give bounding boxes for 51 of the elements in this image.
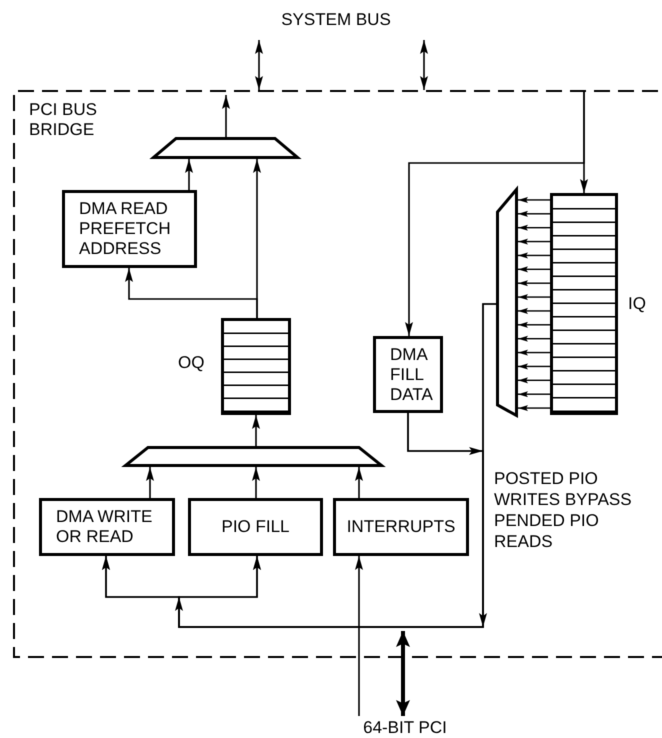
note-text: POSTED PIO WRITES BYPASS PENDED PIO READS [494,468,633,552]
process-box [39,498,175,556]
arrow [185,159,193,190]
queue-label: OQ [178,352,206,374]
arrow [125,268,258,318]
arrow [518,336,550,342]
arrow [252,467,260,498]
box-label: DMA WRITE OR READ [56,507,154,547]
arrow [178,303,496,628]
arrow [146,467,154,498]
multiplexer [496,188,518,417]
bus-label: 64-BIT PCI [350,716,460,738]
bus-label: SYSTEM BUS [246,8,426,40]
arrow [518,405,550,412]
process-box [373,336,443,413]
arrow [252,415,260,446]
arrow [518,196,550,203]
arrow [518,363,550,370]
queue-buffer [221,318,291,415]
queue-label: IQ [628,293,647,315]
arrow [518,210,550,217]
arrow [518,322,550,328]
arrow [518,294,550,300]
arrow [518,350,550,356]
multiplexer [124,446,383,467]
arrow [355,556,363,716]
arrow [518,266,550,272]
process-box [333,498,469,556]
arrow [518,238,550,245]
process-box [62,190,197,268]
arrow [518,252,550,258]
arrow [255,40,263,90]
boundary-label: PCI BUS BRIDGE [29,100,98,140]
box-label: DMA READ PREFETCH ADDRESS [79,199,172,259]
multiplexer [152,137,299,159]
box-label: PIO FILL [221,517,290,537]
arrow [396,631,410,716]
arrow [518,391,550,398]
arrow [518,280,550,286]
queue-buffer [550,193,618,415]
box-label: INTERRUPTS [346,517,456,537]
arrow [518,224,550,231]
process-box [188,498,323,556]
arrow [420,40,428,90]
arrow [518,308,550,314]
dashed-boundary [13,90,662,658]
arrow [355,467,363,498]
box-label: DMA FILL DATA [390,344,433,404]
arrow [405,91,585,336]
arrow [518,377,550,384]
arrow [222,95,230,137]
